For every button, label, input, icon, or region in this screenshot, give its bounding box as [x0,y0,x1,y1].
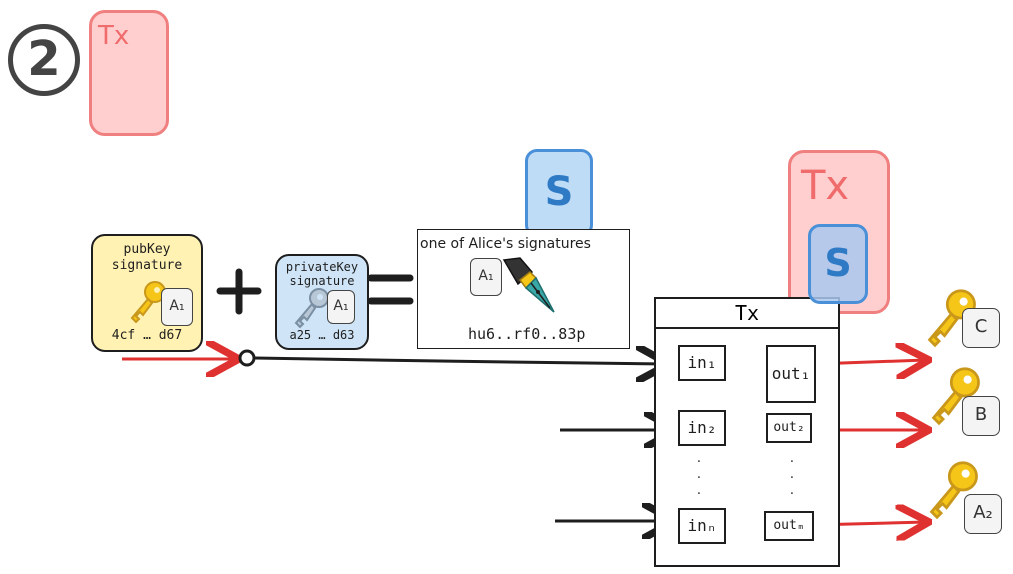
privkey-title-line2: signature [289,274,355,288]
gold-key-icon [130,281,166,324]
tx-output-m: outₘ [764,511,814,541]
tx-input-2-label: in₂ [687,418,717,437]
blue-key-icon [294,288,329,329]
tx-overlay-s-label: S [824,241,852,285]
recipient-a2-key-icon [929,461,978,520]
tx-output-m-label: outₘ [773,518,805,533]
pubkey-title-line2: signature [111,258,183,273]
fountain-pen-icon [502,257,555,313]
recipient-a2: A₂ [922,460,1004,540]
recipient-c-badge: C [962,308,1000,348]
tx-output-1: out₁ [766,345,816,403]
tx-output-2-label: out₂ [773,420,805,435]
tx-legend-label: Tx [98,21,130,51]
tx-overlay-label: Tx [801,163,850,209]
tx-input-1-label: in₁ [687,353,717,372]
plus-sign [216,268,262,315]
transaction-title: Tx [656,299,838,329]
signature-s-box: S [525,149,593,237]
tx-input-2: in₂ [678,410,726,446]
privkey-footer: a25 … d63 [289,328,355,342]
recipient-b: B [920,366,1002,442]
recipient-b-badge: B [962,396,1000,436]
pubkey-badge: A₁ [161,288,193,326]
tx-legend-box: Tx [89,10,169,136]
privatekey-signature-card: privateKey signature A₁ a25 … d63 [275,254,369,350]
pubkey-title-line1: pubKey [123,242,171,257]
signature-footer: hu6..rf0..83p [468,325,586,343]
tx-output-1-label: out₁ [771,364,811,383]
input-ellipsis: ··· [696,455,702,502]
junction-dot [238,349,256,367]
privkey-badge: A₁ [327,290,355,324]
output-ellipsis: ··· [789,455,795,502]
tx-output-2: out₂ [766,413,812,443]
signature-title: one of Alice's signatures [420,236,591,252]
tx-overlay-s-box: S [808,224,868,304]
pubkey-signature-card: pubKey signature A₁ 4cf … d67 [91,234,203,352]
recipient-c: C [920,288,1002,358]
arrow-to-in1 [254,358,666,364]
transaction-box: Tx in₁ in₂ inₙ out₁ out₂ outₘ ··· ··· [654,297,840,567]
tx-input-1: in₁ [678,345,726,381]
recipient-a2-badge: A₂ [964,494,1002,534]
signature-badge: A₁ [470,258,502,296]
tx-input-n: inₙ [678,508,726,544]
equals-sign [367,274,414,305]
signature-s-label: S [544,169,574,215]
step-number: ②2 [8,24,80,96]
pubkey-footer: 4cf … d67 [111,328,183,343]
alice-signature-box: one of Alice's signatures A₁ hu6..rf0..8… [417,229,630,349]
privkey-title-line1: privateKey [285,260,359,274]
tx-input-n-label: inₙ [687,516,717,535]
